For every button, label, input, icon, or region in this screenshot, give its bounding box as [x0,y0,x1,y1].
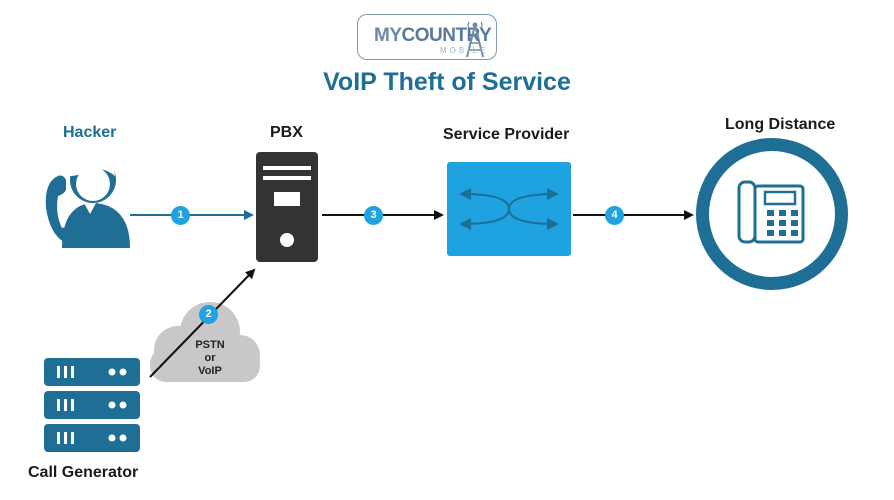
logo-text-my: MY [374,25,402,46]
call-generator-server-icon [44,358,140,452]
step-badge-1: 1 [171,206,190,225]
logo-wordmark: MYCOUNTRY [374,25,492,47]
long-distance-phone-icon [696,138,848,290]
antenna-tower-icon [466,21,484,58]
pbx-server-icon [256,152,318,262]
diagram-title: VoIP Theft of Service [323,68,571,96]
hacker-icon [45,154,130,248]
arrow-cloud-to-pbx [149,268,256,378]
service-provider-switch-icon [447,162,571,256]
long-distance-label: Long Distance [725,116,836,133]
call-generator-label: Call Generator [28,464,139,481]
logo-subtext: MOBILE [440,46,489,55]
service-provider-label: Service Provider [443,126,570,143]
logo: MYCOUNTRY MOBILE [357,14,497,60]
step-badge-3: 3 [364,206,383,225]
cloud-label: PSTN or VoIP [180,339,240,378]
pstn-voip-cloud-icon [150,302,260,382]
cloud-line-voip: VoIP [198,365,222,377]
hacker-label: Hacker [63,124,117,141]
logo-text-country: COUNTRY [401,25,492,46]
pbx-label: PBX [270,124,303,141]
step-badge-4: 4 [605,206,624,225]
step-badge-2: 2 [199,305,218,324]
cloud-line-pstn: PSTN [195,339,225,351]
cloud-line-or: or [204,352,216,364]
